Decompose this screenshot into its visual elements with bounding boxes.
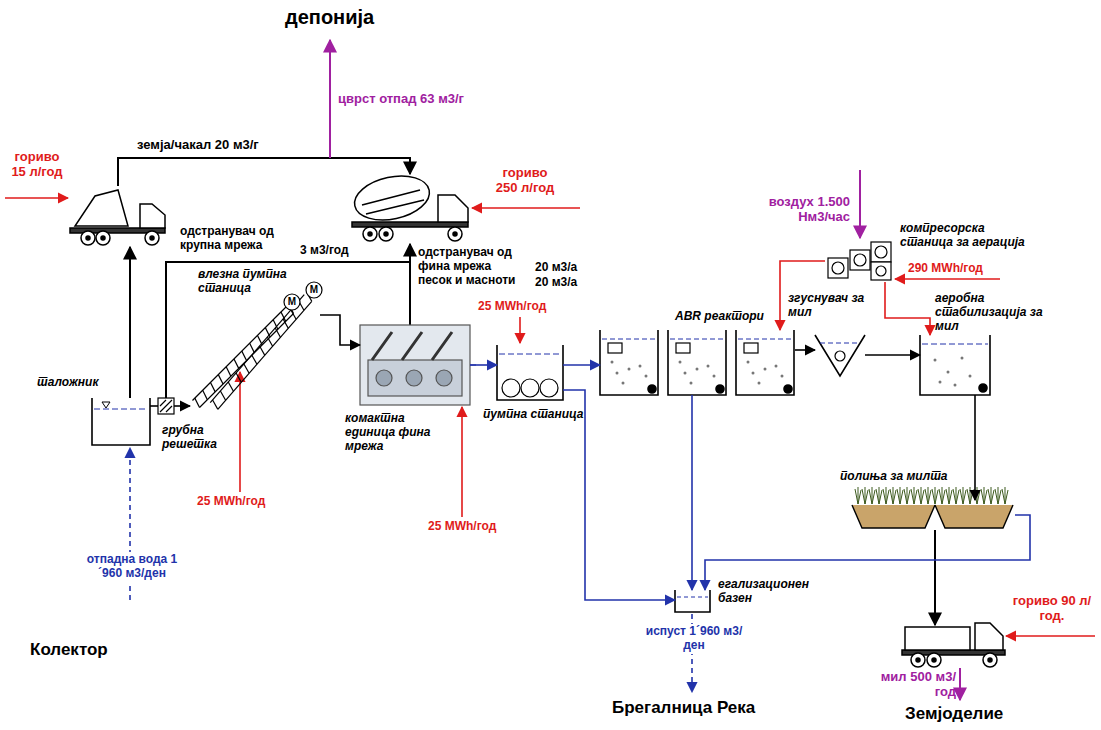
settler-tank <box>92 398 150 445</box>
flow-line <box>563 390 675 600</box>
unit-label: компресорска станица за аерација <box>900 222 1036 250</box>
flow-label: гориво 90 л/год. <box>1012 594 1092 624</box>
flow-label: M <box>287 296 297 308</box>
collection-truck <box>350 170 468 241</box>
process-unit: комактна единица фина мрежа <box>360 325 470 405</box>
flow-line <box>885 282 930 335</box>
flow-label: M <box>309 284 319 296</box>
screw-pumps <box>192 292 311 409</box>
compact-unit <box>360 325 476 405</box>
process-unit: аеробна стабилизација за мил <box>920 335 990 395</box>
process-unit: пумпна станица <box>497 345 563 400</box>
flow-label: одстранувач од фина мрежа песок и маснот… <box>418 246 522 287</box>
unit-label: полиња за милта <box>840 470 947 484</box>
process-unit: грубна решетка <box>158 398 174 414</box>
flow-label: гориво 15 л/год <box>6 150 68 180</box>
flow-line <box>691 395 693 590</box>
process-unit: компресорска станица за аерација <box>825 240 893 282</box>
flow-line <box>865 354 920 356</box>
process-unit: полиња за милта <box>850 500 1015 530</box>
process-unit: влезна пумпна станица <box>190 300 320 410</box>
solid-flows <box>330 40 960 700</box>
flow-label: 20 м3/а <box>535 261 577 275</box>
unit-label: егализационен базен <box>718 578 813 606</box>
process-unit: згуснувач за мил <box>815 335 865 378</box>
flow-line <box>974 395 976 500</box>
flow-label: Земјоделие <box>905 704 1003 724</box>
unit-label: пумпна станица <box>483 408 583 422</box>
flow-label: Колектор <box>30 640 108 660</box>
flow-label: 290 MWh/год <box>908 262 983 276</box>
unit-label: влезна пумпна станица <box>198 268 303 296</box>
water-lines <box>130 448 692 692</box>
equalisation-basin <box>675 590 710 612</box>
flow-label: Брегалница Река <box>612 698 755 718</box>
flow-label: цврст отпад 63 м3/г <box>338 92 464 107</box>
flow-line <box>150 405 158 407</box>
thickener <box>815 335 865 376</box>
flow-label: 25 MWh/год <box>478 300 546 314</box>
unit-label: грубна решетка <box>162 424 226 452</box>
flow-line <box>174 405 190 407</box>
unit-label: комактна единица фина мрежа <box>345 412 457 453</box>
flow-line <box>470 364 497 366</box>
sludge-beds <box>852 487 1013 528</box>
process-unit: таложник <box>92 398 150 445</box>
coarse-screen <box>158 398 174 414</box>
unit-label: ABR реактори <box>675 310 764 324</box>
energy-lines <box>5 198 1095 636</box>
flow-label: испуст 1´960 м3/ден <box>642 624 746 654</box>
flow-label: земја/чакал 20 м3/г <box>137 138 259 153</box>
unit-label: аеробна стабилизација за мил <box>935 292 1060 333</box>
unit-label: згуснувач за мил <box>788 292 878 320</box>
flow-line <box>795 349 815 351</box>
abr-tanks <box>600 330 794 395</box>
process-unit: егализационен базен <box>675 590 710 612</box>
flow-label: 25 MWh/год <box>428 520 496 534</box>
flow-label: депонија <box>285 6 374 29</box>
flow-label: гориво 250 л/год <box>490 166 560 196</box>
sludge-truck <box>902 623 1005 667</box>
flow-label: 3 м3/год <box>300 244 349 258</box>
flow-label: отпадна вода 1´960 м3/ден <box>76 552 188 582</box>
pump-motors <box>284 282 322 310</box>
process-unit: ABR реактори <box>600 330 795 395</box>
flow-label: воздух 1.500 Нм3/час <box>746 195 850 225</box>
flow-label: одстранувач од крупна мрежа <box>180 225 298 253</box>
unit-label: таложник <box>37 376 98 390</box>
aerobic-tank <box>920 335 990 395</box>
flow-label: 25 MWh/год <box>197 495 265 509</box>
tipper-truck <box>70 190 165 245</box>
flow-line <box>320 315 360 345</box>
pump-station-tank <box>497 345 563 400</box>
flow-label: 20 м3/а <box>535 276 577 290</box>
flow-line <box>563 364 600 366</box>
compressor-station <box>828 242 891 280</box>
flow-label: мил 500 м3/год <box>866 670 956 700</box>
